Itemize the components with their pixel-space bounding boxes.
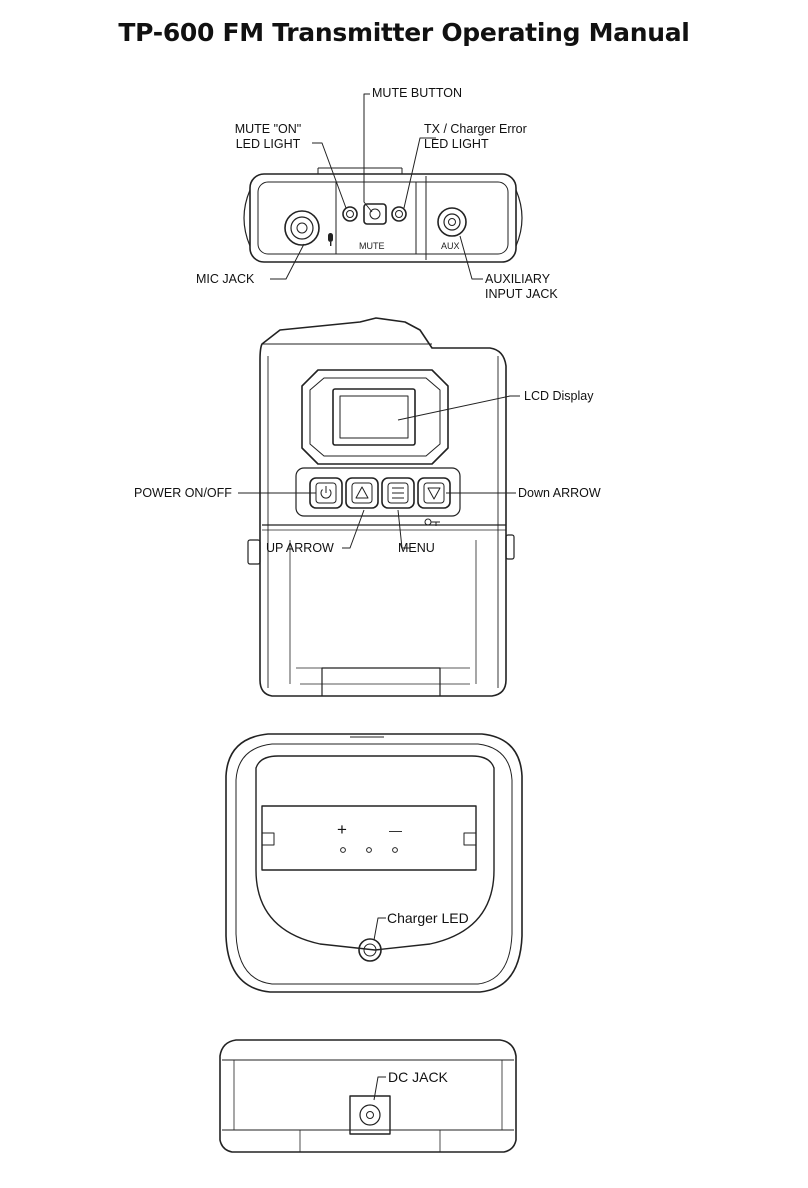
minus-terminal-label: —: [389, 823, 402, 838]
plus-terminal-label: +: [337, 820, 347, 839]
charger-side-view: [219, 1039, 517, 1153]
aux-jack[interactable]: [437, 207, 467, 237]
lcd-display-label: LCD Display: [524, 389, 594, 403]
top-view-leaders: [270, 93, 483, 280]
mute-on-led: [342, 206, 358, 222]
key-lock-icon: [424, 518, 440, 526]
mute-button[interactable]: [363, 203, 387, 225]
charger-led: [358, 938, 382, 962]
top-view-transmitter: MUTE AUX: [243, 167, 523, 263]
dc-jack[interactable]: [349, 1095, 391, 1135]
dc-jack-label: DC JACK: [388, 1069, 448, 1085]
charger-top-view: [225, 733, 523, 993]
menu-button[interactable]: [381, 477, 415, 509]
mute-on-led-label: MUTE "ON" LED LIGHT: [234, 122, 302, 151]
charger-led-leader: [373, 917, 386, 941]
power-on-off-label: POWER ON/OFF: [134, 486, 232, 500]
mic-jack[interactable]: [284, 210, 320, 246]
charger-led-label: Charger LED: [387, 910, 469, 926]
up-arrow-button[interactable]: [345, 477, 379, 509]
mic-icon: [328, 233, 333, 246]
mute-button-label: MUTE BUTTON: [372, 86, 463, 100]
printed-aux-label: AUX: [441, 241, 460, 251]
mic-jack-label: MIC JACK: [196, 272, 255, 286]
lcd-display: [332, 388, 416, 446]
down-arrow-label: Down ARROW: [518, 486, 601, 500]
down-arrow-button[interactable]: [417, 477, 451, 509]
tx-charger-led: [391, 206, 407, 222]
aux-input-jack-label: AUXILIARY INPUT JACK: [485, 272, 558, 301]
up-arrow-label: UP ARROW: [266, 541, 334, 555]
battery-bay: [261, 805, 477, 871]
front-view-transmitter: [247, 317, 515, 697]
page-title: TP-600 FM Transmitter Operating Manual: [118, 18, 690, 47]
tx-charger-led-label: TX / Charger Error LED LIGHT: [424, 122, 527, 151]
front-view-leaders: [238, 395, 520, 549]
dc-jack-leader: [373, 1076, 386, 1101]
printed-mute-label: MUTE: [359, 241, 385, 251]
menu-label: MENU: [398, 541, 435, 555]
